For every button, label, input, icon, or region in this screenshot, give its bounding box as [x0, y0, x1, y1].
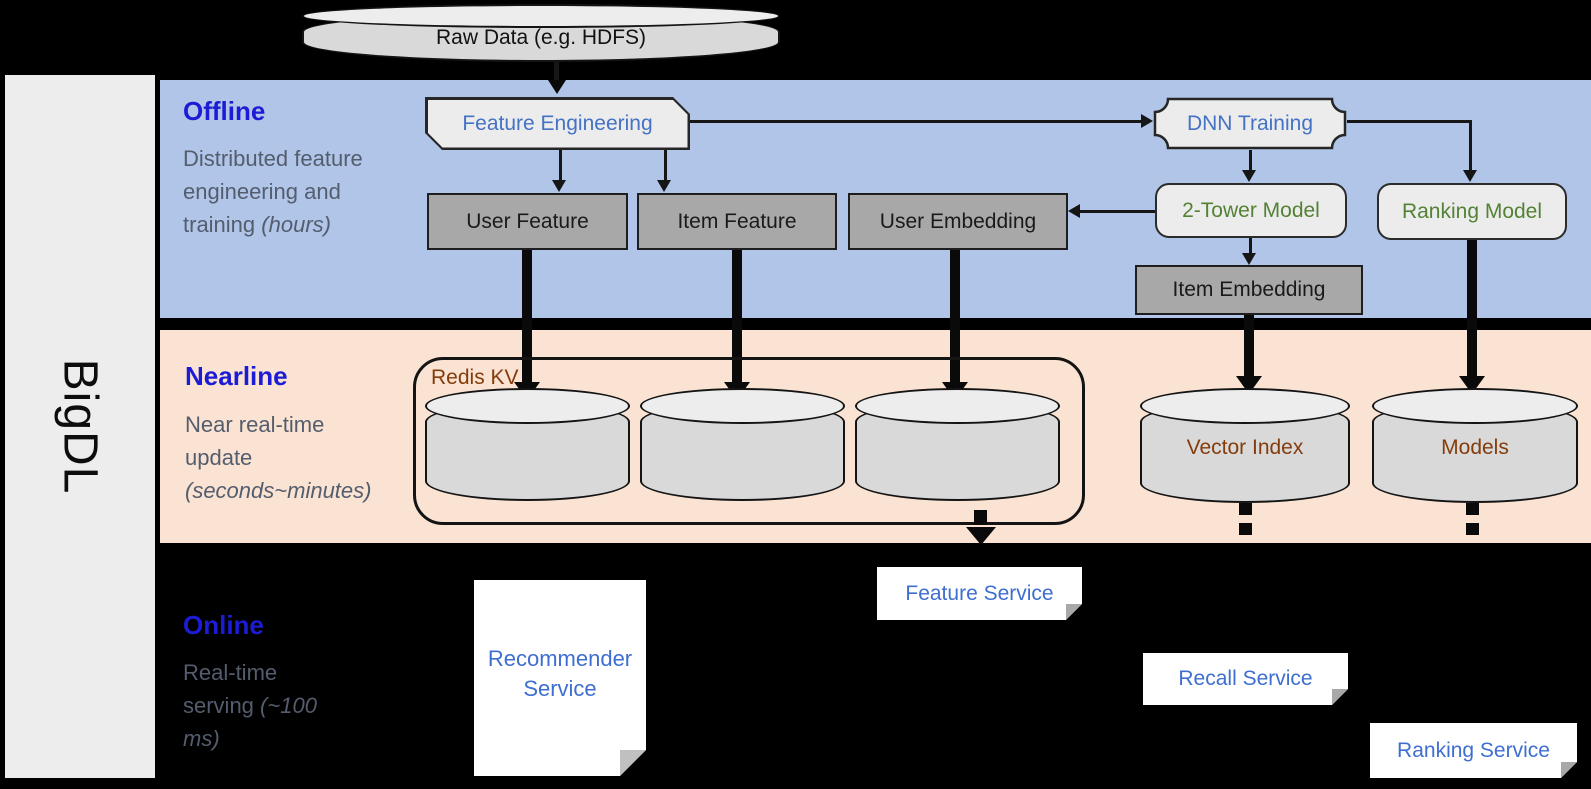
dash-vector-index-1 [1239, 503, 1252, 515]
dash-models-2 [1466, 523, 1479, 535]
feature-engineering-node: Feature Engineering [425, 97, 690, 150]
arrow-two-tower-model-to-item-embedding [1249, 238, 1252, 255]
redis-cylinder-3 [855, 388, 1060, 501]
feature-engineering-label: Feature Engineering [428, 100, 688, 148]
nearline-description: Near real-time update (seconds~minutes) [185, 408, 372, 507]
raw-data-label: Raw Data (e.g. HDFS) [435, 26, 647, 49]
arrowhead-feature-engineering-to-dnn-training [1141, 114, 1153, 128]
arrow-user-embedding-to-redis [950, 250, 960, 384]
redis-cylinder-3-top [855, 388, 1060, 424]
feature-service-node: Feature Service [877, 567, 1082, 620]
vector-index-cylinder-top [1140, 388, 1350, 424]
online-description: Real-time serving (~100 ms) [183, 656, 318, 755]
arrow-feature-engineering-to-dnn-training [690, 120, 1141, 123]
arrowhead-feature-engineering-to-user-feature [552, 180, 566, 192]
two-tower-model-label: 2-Tower Model [1182, 198, 1320, 222]
user-feature-label: User Feature [466, 209, 589, 233]
arrowhead-rawdata-to-feature-engineering [548, 80, 566, 94]
user-feature-node: User Feature [427, 193, 628, 250]
dnn-training-label: DNN Training [1186, 111, 1314, 135]
raw-data-store: Raw Data (e.g. HDFS) [302, 4, 780, 62]
item-embedding-label: Item Embedding [1172, 278, 1326, 301]
arrowhead-redis-to-feature-service [966, 527, 996, 545]
arrow-ranking-model-to-models [1467, 240, 1477, 378]
user-embedding-label: User Embedding [879, 209, 1037, 233]
redis-kv-container [413, 357, 1085, 525]
item-feature-node: Item Feature [637, 193, 837, 250]
redis-kv-label: Redis KV [431, 366, 519, 389]
arrow-feature-engineering-to-user-feature [559, 150, 562, 182]
bigdl-sidebar: BigDL [5, 75, 155, 778]
arrow-two-tower-model-to-user-embedding [1080, 210, 1155, 213]
two-tower-model-node: 2-Tower Model [1155, 183, 1347, 238]
arrowhead-dnn-training-to-ranking-model [1463, 170, 1477, 182]
arrowhead-dnn-training-to-two-tower-model [1242, 170, 1256, 182]
nearline-heading: Nearline [185, 361, 288, 391]
arrowhead-two-tower-model-to-item-embedding [1242, 253, 1256, 265]
ranking-model-node: Ranking Model [1377, 183, 1567, 240]
recall-service-node: Recall Service [1143, 653, 1348, 705]
nearline-description-text: Near real-time update [185, 412, 325, 470]
arrow-feature-engineering-to-item-feature [664, 150, 667, 182]
online-heading: Online [183, 610, 264, 640]
offline-description-note: (hours) [261, 212, 331, 237]
nearline-description-note: (seconds~minutes) [185, 478, 372, 503]
arrowhead-two-tower-model-to-user-embedding [1068, 204, 1080, 218]
redis-cylinder-1 [425, 388, 630, 501]
vector-index-label: Vector Index [1186, 436, 1304, 459]
arrow-user-feature-to-redis [522, 250, 532, 384]
models-cylinder-top [1372, 388, 1578, 424]
arrow-redis-to-feature-service-dash [974, 510, 987, 525]
recommender-service-label: Recommender Service [487, 646, 633, 701]
raw-data-cylinder-top [302, 4, 780, 28]
recall-service-label: Recall Service [1178, 667, 1313, 690]
dash-models-1 [1466, 503, 1479, 515]
models-label: Models [1441, 436, 1509, 459]
ranking-service-label: Ranking Service [1397, 738, 1550, 762]
models-store: Models [1372, 388, 1578, 503]
online-description-note: (~100 ms) [183, 693, 317, 751]
offline-heading: Offline [183, 96, 266, 126]
dnn-training-node: DNN Training [1153, 97, 1347, 150]
feature-service-label: Feature Service [905, 581, 1054, 605]
arrow-rawdata-to-feature-engineering [554, 62, 559, 82]
offline-description-text: Distributed feature engineering and trai… [183, 146, 363, 237]
user-embedding-node: User Embedding [848, 193, 1068, 250]
arrow-dnn-training-to-ranking-model-h [1347, 120, 1471, 123]
ranking-service-node: Ranking Service [1370, 723, 1577, 778]
bigdl-brand-label: BigDL [53, 358, 107, 495]
arrow-dnn-training-to-ranking-model-v [1469, 120, 1472, 172]
arrow-item-feature-to-redis [732, 250, 742, 384]
arrow-item-embedding-to-vector-index [1244, 315, 1254, 378]
recommender-service-node: Recommender Service [474, 580, 646, 776]
offline-description: Distributed feature engineering and trai… [183, 142, 368, 241]
ranking-model-label: Ranking Model [1401, 199, 1543, 223]
vector-index-store: Vector Index [1140, 388, 1350, 503]
arrowhead-feature-engineering-to-item-feature [657, 180, 671, 192]
dash-vector-index-2 [1239, 523, 1252, 535]
redis-cylinder-1-top [425, 388, 630, 424]
arrow-dnn-training-to-two-tower-model [1249, 150, 1252, 172]
online-description-text: Real-time serving [183, 660, 278, 718]
item-feature-label: Item Feature [677, 209, 797, 233]
dnn-training-plaque-shape [1153, 97, 1347, 150]
item-embedding-node: Item Embedding [1135, 265, 1363, 315]
redis-cylinder-2-top [640, 388, 845, 424]
redis-cylinder-2 [640, 388, 845, 501]
